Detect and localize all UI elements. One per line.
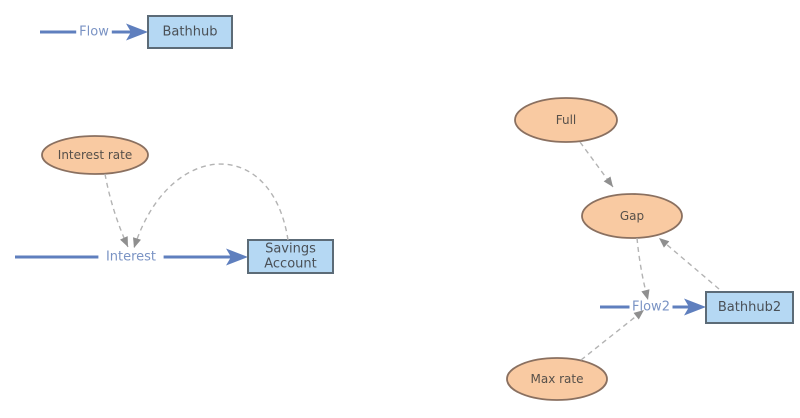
flow-arrowhead-interest	[226, 248, 248, 266]
variable-label-full: Full	[556, 113, 577, 127]
stock-bathhub2[interactable]	[705, 291, 794, 324]
connector-max-rate-to-flow2[interactable]	[580, 309, 645, 361]
variable-label-interest-rate: Interest rate	[58, 148, 132, 162]
connector-arrowhead-gap-to-flow2	[641, 289, 650, 300]
stock-savings-account[interactable]	[247, 239, 334, 274]
variable-gap[interactable]	[581, 193, 683, 239]
connector-arrowhead-full-to-gap	[603, 176, 613, 187]
stock-label-bathhub: Bathhub	[163, 25, 218, 40]
flow-arrowhead-flow2	[684, 298, 706, 316]
variable-label-gap: Gap	[620, 209, 644, 223]
stock-bathhub[interactable]	[147, 15, 233, 49]
variable-label-max-rate: Max rate	[531, 372, 584, 386]
flow-arrowhead-flow	[126, 23, 148, 41]
variable-full[interactable]	[514, 97, 618, 143]
connector-bathhub2-to-gap[interactable]	[658, 237, 720, 290]
flow-label-interest: Interest	[106, 250, 156, 265]
connector-savings-account-to-interest[interactable]	[133, 163, 289, 249]
stock-label-bathhub2: Bathhub2	[718, 300, 781, 315]
flow-label-bg-interest	[98, 249, 164, 265]
flow-label-bg-flow	[76, 24, 112, 40]
variable-interest-rate[interactable]	[41, 135, 149, 175]
flow-label-flow: Flow	[79, 25, 109, 40]
connector-arrowhead-savings-account-to-interest	[132, 237, 142, 248]
connector-arrowhead-bathhub2-to-gap	[659, 238, 670, 248]
connector-arrowhead-interest-rate-to-interest	[120, 236, 128, 247]
connector-arrowhead-max-rate-to-flow2	[633, 310, 644, 320]
connector-interest-rate-to-interest[interactable]	[104, 173, 129, 248]
flow-label-bg-flow2	[629, 299, 673, 315]
variable-max-rate[interactable]	[506, 357, 608, 401]
